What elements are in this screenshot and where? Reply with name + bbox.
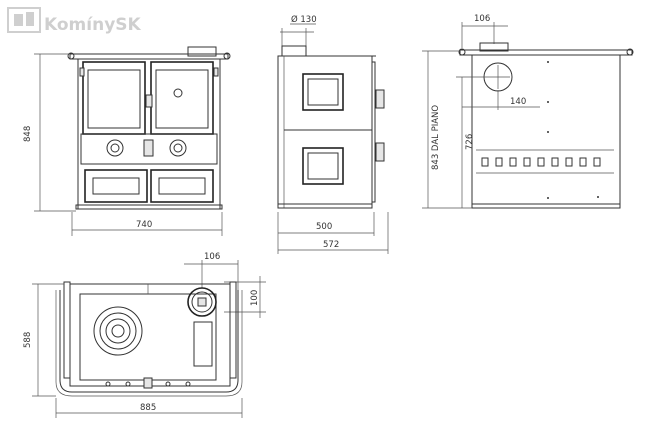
front-view: 848 740: [23, 23, 316, 236]
dim-top-flue-depth: 100: [250, 290, 260, 306]
dim-back-flue-height: 726: [465, 134, 475, 150]
dim-back-flue-offset: 106: [474, 14, 490, 24]
dim-back-flue-center: 140: [510, 97, 526, 107]
dim-top-flue-offset: 106: [204, 252, 220, 262]
brand-logo-text: KomínySK: [44, 15, 142, 35]
dim-flue-diameter: Ø 130: [291, 14, 317, 25]
dim-back-height-from-floor: 843 DAL PIANO: [431, 105, 441, 170]
side-view: Ø 130 500 572: [277, 14, 389, 254]
brand-logo: KomínySK: [7, 7, 142, 35]
dim-front-width: 740: [136, 220, 152, 230]
dim-side-depth-total: 572: [323, 240, 339, 250]
top-view: 106 100: [23, 252, 266, 418]
dim-side-depth-body: 500: [316, 222, 332, 232]
dim-front-height: 848: [23, 126, 33, 142]
dim-top-width: 885: [140, 403, 156, 413]
back-view: 106 140: [422, 14, 634, 209]
dim-top-depth: 588: [23, 332, 33, 348]
